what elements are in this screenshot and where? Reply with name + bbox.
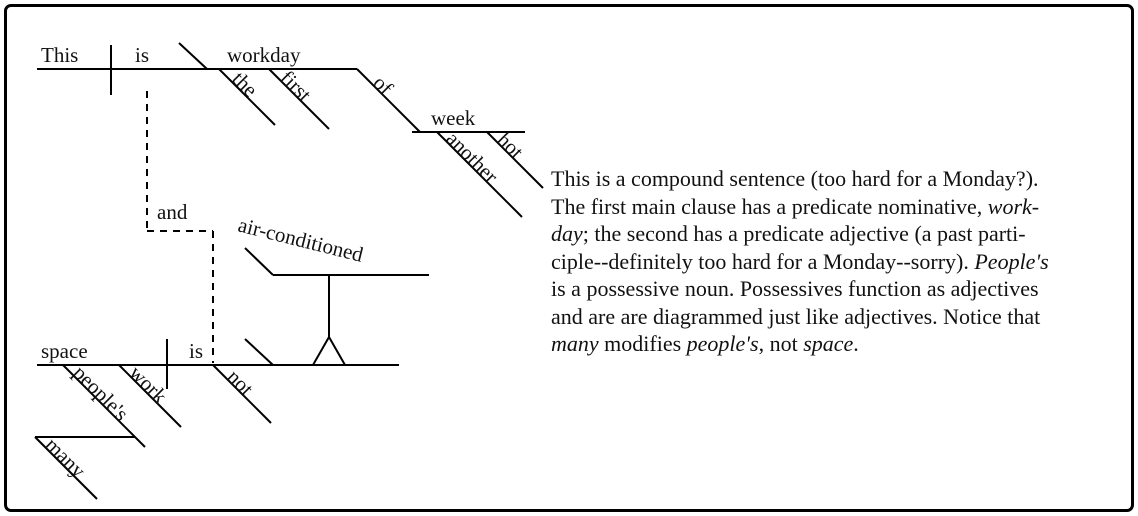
preposition-slant-of: [356, 68, 421, 133]
commentary-text-segment: and are are diagrammed just like adjecti…: [551, 303, 1041, 329]
word-modifier-many: many: [40, 433, 90, 483]
modifier-slant-work: [118, 364, 182, 428]
modifier-slant-the: [218, 68, 276, 126]
word-verb-is-1: is: [135, 43, 149, 67]
commentary-line: ciple--definitely too hard for a Monday-…: [551, 248, 1123, 276]
commentary-text-segment: , not: [758, 331, 804, 356]
word-modifier-the: the: [227, 67, 262, 102]
commentary-italic-segment: work-: [987, 193, 1040, 219]
word-prep-object-week: week: [431, 106, 476, 130]
clause2-predicate-adjective-separator: [244, 338, 274, 366]
word-subject-space: space: [41, 339, 88, 363]
modifier-slant-peoples: [62, 364, 146, 448]
pedestal-triangle-right-leg: [328, 336, 346, 366]
commentary-paragraph: This is a compound sentence (too hard fo…: [551, 165, 1123, 358]
word-modifier-first: first: [275, 66, 316, 107]
modifier-slant-not: [212, 364, 272, 424]
modifier-slant-many: [34, 436, 98, 500]
modifier-slant-first: [268, 68, 330, 130]
commentary-text-segment: ; the second has a predicate adjective (…: [582, 221, 1026, 246]
pedestal-triangle-left-leg: [312, 336, 330, 366]
modifier-slant-another: [436, 131, 523, 218]
diagram-border-box: This is workday the first of week anothe…: [4, 4, 1134, 512]
commentary-text-segment: modifies: [598, 331, 687, 356]
word-verb-is-2: is: [189, 339, 203, 363]
sentence-diagram: This is workday the first of week anothe…: [34, 42, 544, 500]
commentary-italic-segment: People's: [974, 248, 1049, 274]
commentary-italic-segment: people's: [686, 331, 759, 356]
clause1-predicate-nominative-separator: [178, 42, 208, 70]
commentary-text-segment: is a possessive noun. Possessives functi…: [551, 276, 1039, 301]
word-subject-this: This: [41, 43, 78, 67]
word-modifier-work: work: [124, 361, 172, 409]
commentary-text-segment: ciple--definitely too hard for a Monday-…: [551, 248, 975, 274]
commentary-text-segment: .: [853, 331, 859, 356]
commentary-line: and are are diagrammed just like adjecti…: [551, 303, 1123, 331]
commentary-line: many modifies people's, not space.: [551, 330, 1123, 358]
commentary-italic-segment: day: [551, 221, 583, 246]
word-preposition-of: of: [368, 71, 397, 100]
pedestal-platform-separator: [244, 247, 274, 276]
commentary-italic-segment: space: [803, 331, 854, 356]
word-modifier-not: not: [222, 365, 258, 401]
commentary-italic-segment: many: [551, 331, 599, 356]
commentary-line: day; the second has a predicate adjectiv…: [551, 220, 1123, 248]
word-predicate-nominative-workday: workday: [227, 43, 301, 67]
commentary-line: This is a compound sentence (too hard fo…: [551, 165, 1123, 193]
commentary-text-segment: The first main clause has a predicate no…: [551, 193, 988, 219]
word-conjunction-and: and: [157, 200, 188, 224]
modifier-slant-hot: [486, 131, 544, 189]
commentary-line: is a possessive noun. Possessives functi…: [551, 275, 1123, 303]
word-modifier-another: another: [441, 127, 503, 189]
commentary-line: The first main clause has a predicate no…: [551, 193, 1123, 221]
commentary-text-segment: This is a compound sentence (too hard fo…: [551, 166, 1039, 191]
